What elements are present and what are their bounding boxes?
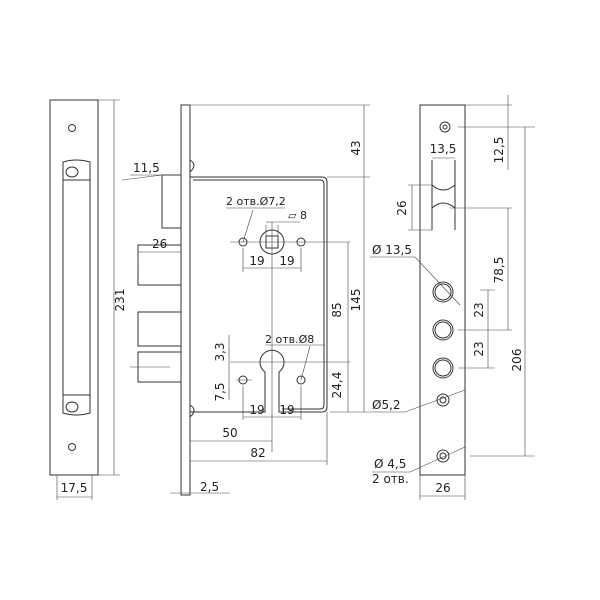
dim-body-height: 145 xyxy=(349,289,363,312)
dim-top-offset: 43 xyxy=(349,140,363,155)
strike-plate-view: 13,5 26 12,5 78,5 23 23 206 Ø 13,5 Ø5,2 … xyxy=(370,95,535,500)
dim-backset: 50 xyxy=(222,426,237,440)
dim-key-to-bottom: 24,4 xyxy=(330,372,344,399)
dim-latch-height: 26 xyxy=(395,200,409,215)
dim-bolt-spacing-1: 23 xyxy=(472,302,486,317)
dim-latch-to-bolt: 78,5 xyxy=(492,257,506,284)
dim-body-depth: 82 xyxy=(250,446,265,460)
dim-latch-width: 13,5 xyxy=(430,142,457,156)
dim-cylinder-spacing-left: 19 xyxy=(249,403,264,417)
cylinder-holes-label: 2 отв.Ø8 xyxy=(265,333,314,346)
front-plate-view: 231 17,5 xyxy=(49,99,127,500)
dim-front-height: 231 xyxy=(113,289,127,312)
bolt-hole-diameter-label: Ø 13,5 xyxy=(372,243,412,257)
dim-total-hole-span: 206 xyxy=(510,349,524,372)
dim-cylinder-spacing-right: 19 xyxy=(279,403,294,417)
dim-bolt-projection: 26 xyxy=(152,237,167,251)
screw-hole-icon xyxy=(68,443,76,451)
lock-body-view: 11,5 26 43 145 85 24,4 2 отв.Ø7,2 ▱ 8 19… xyxy=(121,104,370,496)
dim-front-width: 17,5 xyxy=(61,481,88,495)
dim-top-hole-offset: 12,5 xyxy=(492,137,506,164)
dim-plate-thickness: 2,5 xyxy=(200,480,219,494)
dim-follower-spacing-right: 19 xyxy=(279,254,294,268)
dim-latch-projection: 11,5 xyxy=(133,161,160,175)
dim-follower-to-key: 85 xyxy=(330,302,344,317)
screw-hole-icon xyxy=(68,124,76,132)
dim-cylinder-hole-offset: 7,5 xyxy=(213,382,227,401)
dim-strike-width: 26 xyxy=(435,481,450,495)
dim-cylinder-offset: 3,3 xyxy=(213,342,227,361)
screw-hole-label: Ø5,2 xyxy=(372,398,401,412)
bottom-holes-count: 2 отв. xyxy=(372,472,409,486)
bottom-holes-label: Ø 4,5 xyxy=(374,457,406,471)
follower-square-label: ▱ 8 xyxy=(288,209,307,222)
follower-holes-label: 2 отв.Ø7,2 xyxy=(226,195,286,208)
dim-follower-spacing-left: 19 xyxy=(249,254,264,268)
dim-bolt-spacing-2: 23 xyxy=(472,341,486,356)
